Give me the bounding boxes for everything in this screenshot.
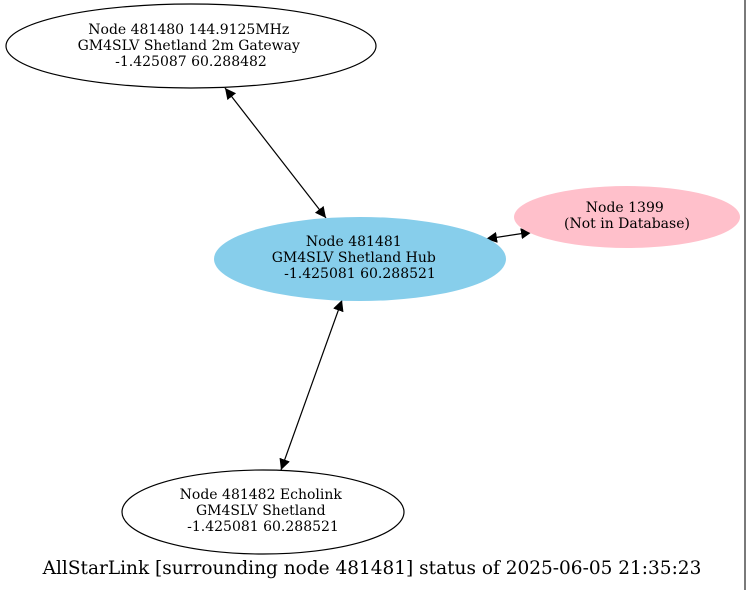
edge-hub-echolink xyxy=(279,299,344,471)
node-481480-shape xyxy=(5,3,377,89)
node-481482-label: Node 481482 Echolink GM4SLV Shetland -1.… xyxy=(180,487,347,535)
node-481482-line-1: Node 481482 Echolink xyxy=(180,487,343,503)
page-edge-divider xyxy=(744,0,746,590)
node-481482-shape xyxy=(121,469,405,555)
edge-hub-gateway xyxy=(224,87,327,219)
node-481480-line-2: GM4SLV Shetland 2m Gateway xyxy=(78,38,300,54)
node-1399-line-2: (Not in Database) xyxy=(564,216,690,232)
node-481480[interactable]: Node 481480 144.9125MHz GM4SLV Shetland … xyxy=(5,3,377,89)
graph-caption: AllStarLink [surrounding node 481481] st… xyxy=(42,558,702,579)
node-481480-line-3: -1.425087 60.288482 xyxy=(115,54,267,70)
node-481482-line-3: -1.425081 60.288521 xyxy=(187,519,339,535)
node-481481-line-3: -1.425081 60.288521 xyxy=(284,266,436,282)
node-481481[interactable]: Node 481481 GM4SLV Shetland Hub -1.42508… xyxy=(214,217,506,301)
node-1399-label: Node 1399 (Not in Database) xyxy=(564,200,690,232)
node-1399-line-1: Node 1399 xyxy=(586,200,664,216)
edge-hub-remote xyxy=(485,228,533,243)
node-481480-line-1: Node 481480 144.9125MHz xyxy=(88,22,289,38)
node-481481-shape xyxy=(214,217,506,301)
node-481482[interactable]: Node 481482 Echolink GM4SLV Shetland -1.… xyxy=(121,469,405,555)
node-481481-label: Node 481481 GM4SLV Shetland Hub -1.42508… xyxy=(272,234,441,282)
node-481481-line-2: GM4SLV Shetland Hub xyxy=(272,250,436,266)
node-481481-line-1: Node 481481 xyxy=(306,234,402,250)
node-1399[interactable]: Node 1399 (Not in Database) xyxy=(514,186,740,248)
node-1399-shape xyxy=(514,186,740,248)
node-481482-line-2: GM4SLV Shetland xyxy=(196,503,326,519)
node-481480-label: Node 481480 144.9125MHz GM4SLV Shetland … xyxy=(78,22,305,70)
